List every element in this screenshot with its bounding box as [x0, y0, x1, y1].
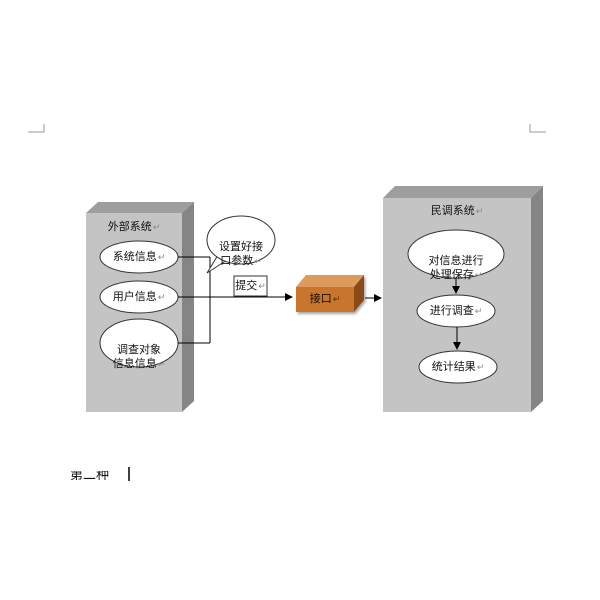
external-system-title: 外部系统↵ [107, 220, 161, 233]
page-corner-marks [28, 124, 546, 133]
config-callout [206, 215, 276, 274]
footer-text: 第二种 [70, 471, 110, 480]
footer-text-clip: 第二种 [70, 471, 130, 480]
statistics-ellipse [418, 350, 498, 384]
interface-box-side [354, 275, 364, 312]
external-panel-top [86, 202, 194, 213]
conduct-survey-ellipse [416, 294, 496, 328]
interface-box-front [296, 287, 354, 312]
callout-text: 设置好接 口参数↵ [219, 240, 263, 267]
survey-system-title: 民调系统↵ [430, 204, 484, 217]
external-panel-side [182, 202, 194, 412]
submit-label-box [233, 275, 268, 297]
interface-label: 接口↵ [309, 292, 341, 305]
statistics-label: 统计结果↵ [431, 360, 485, 373]
survey-panel-side [531, 186, 543, 412]
survey-target-info-label: 调查对象 信息信息↵ [112, 343, 166, 370]
survey-panel-top [383, 186, 543, 198]
interface-box [296, 275, 364, 312]
process-save-label: 对信息进行 处理保存↵ [428, 254, 484, 281]
user-info-label: 用户信息↵ [112, 290, 166, 303]
left-connectors [178, 256, 211, 344]
conduct-survey-label: 进行调查↵ [429, 304, 483, 317]
system-info-label: 系统信息↵ [112, 250, 166, 263]
submit-label: 提交↵ [235, 279, 266, 292]
callout-bubble [206, 215, 276, 265]
interface-box-top [296, 275, 364, 287]
